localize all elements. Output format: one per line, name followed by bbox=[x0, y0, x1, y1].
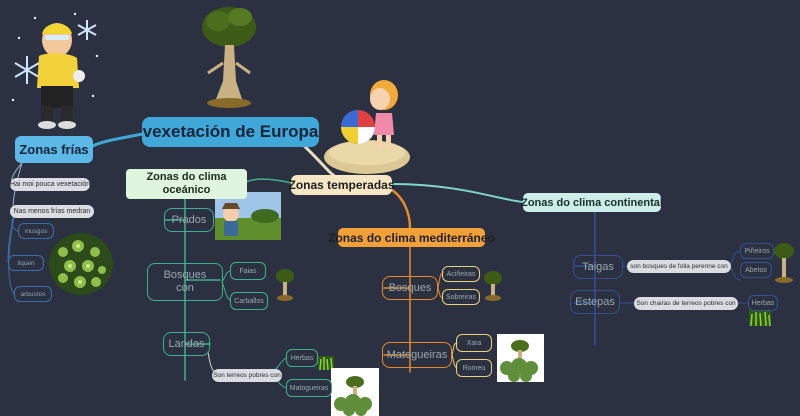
oceanic-landas[interactable]: Landas bbox=[163, 332, 210, 356]
oceanic-bosques-faias[interactable]: Faias bbox=[230, 262, 266, 280]
med-bosques[interactable]: Bosques bbox=[382, 276, 438, 300]
frias-note-2[interactable]: Nas menos frías medran bbox=[10, 205, 94, 218]
zonas-temperadas-node[interactable]: Zonas temperadas bbox=[288, 175, 395, 195]
central-topic[interactable]: vexetación de Europa bbox=[142, 117, 319, 147]
frias-note-1[interactable]: Hai moi pouca vexetación bbox=[10, 178, 90, 191]
shrub-icon bbox=[774, 243, 794, 283]
frias-item-arbustos[interactable]: arbustos bbox=[14, 286, 52, 302]
matogueiras-med-photo bbox=[497, 334, 544, 382]
tree-icon bbox=[202, 7, 256, 108]
prados-photo bbox=[215, 192, 281, 240]
boy-snowflake-icon bbox=[11, 12, 99, 129]
shrub-icon bbox=[484, 271, 502, 301]
oceanic-bosques-carballos[interactable]: Carballos bbox=[230, 292, 268, 310]
girl-beach-ball-icon bbox=[324, 80, 410, 174]
med-bosques-acineiras[interactable]: Aciñeiras bbox=[442, 266, 480, 282]
matogueiras-photo bbox=[331, 368, 379, 416]
cont-taigas[interactable]: Taigas bbox=[573, 255, 623, 279]
continental-node[interactable]: Zonas do clima continental bbox=[521, 193, 663, 212]
estepas-note[interactable]: Son chairas de terreos pobres con bbox=[634, 297, 738, 310]
cont-estepas[interactable]: Estepas bbox=[570, 290, 620, 314]
moss-photo bbox=[49, 233, 113, 295]
med-matogueiras-xara[interactable]: Xara bbox=[456, 334, 492, 352]
zonas-frias-node[interactable]: Zonas frías bbox=[15, 136, 93, 163]
oceanic-bosques[interactable]: Bosques con bbox=[147, 263, 223, 301]
oceanic-node[interactable]: Zonas do clima oceánico bbox=[126, 169, 247, 199]
frias-item-liquen[interactable]: liquen bbox=[8, 255, 44, 271]
taigas-pineiros[interactable]: Piñeiros bbox=[740, 243, 774, 259]
estepas-herbas[interactable]: Herbas bbox=[748, 295, 778, 311]
taigas-abetos[interactable]: Abetos bbox=[740, 262, 772, 278]
shrub-icon bbox=[276, 269, 294, 301]
taigas-note[interactable]: son bosques de folla perenne con bbox=[627, 260, 731, 273]
med-matogueiras-romeu[interactable]: Romeu bbox=[456, 359, 492, 377]
oceanic-prados[interactable]: Prados bbox=[164, 208, 214, 232]
herbs-icon bbox=[318, 356, 334, 370]
landas-note[interactable]: Son terreos pobres con bbox=[212, 369, 282, 382]
mediterranean-node[interactable]: Zonas do clima mediterráneo bbox=[328, 228, 495, 247]
frias-item-musgos[interactable]: musgos bbox=[18, 223, 54, 239]
landas-matogueiras[interactable]: Matogueiras bbox=[286, 379, 332, 397]
landas-herbas[interactable]: Herbas bbox=[286, 349, 318, 367]
herbs-icon bbox=[749, 310, 771, 326]
med-bosques-sobreiras[interactable]: Sobreiras bbox=[442, 289, 480, 305]
med-matogueiras[interactable]: Matogueiras bbox=[382, 342, 452, 368]
